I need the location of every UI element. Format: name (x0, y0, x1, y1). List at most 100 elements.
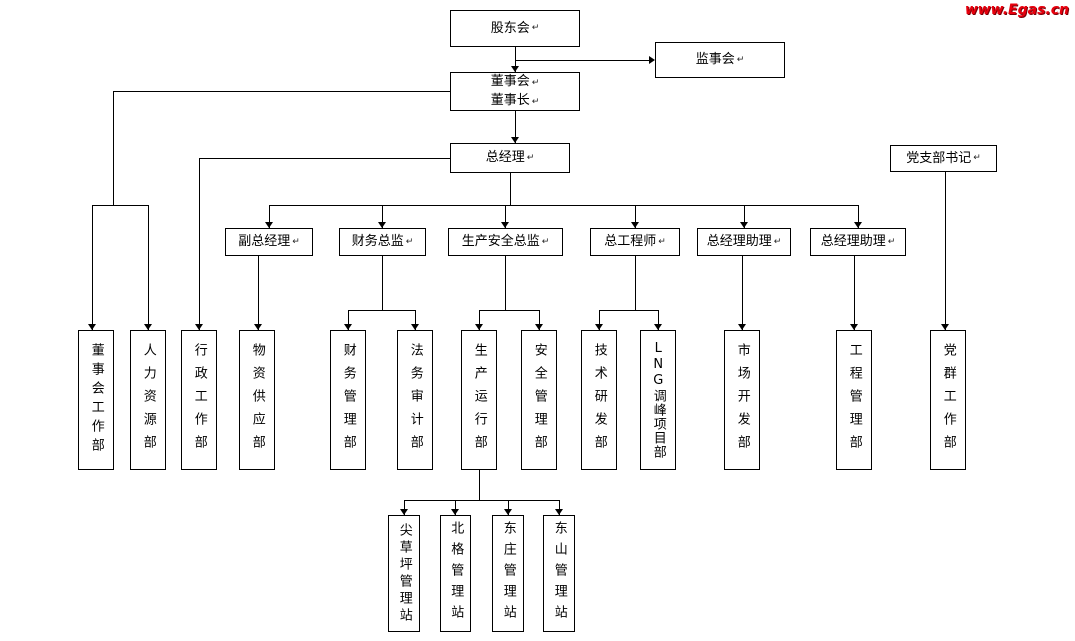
node-station-dongzhuang: 东庄管理站 (492, 515, 524, 632)
connector-line (858, 205, 859, 228)
connector-line (658, 310, 659, 330)
node-label: 人力资源部 (140, 342, 156, 458)
connector-line (508, 500, 509, 515)
paragraph-mark-icon: ↵ (973, 153, 981, 164)
node-station-dongshan: 东山管理站 (543, 515, 575, 632)
connector-line (599, 310, 659, 311)
node-label: 东庄管理站 (500, 521, 516, 626)
arrowhead-down-icon (941, 324, 949, 330)
connector-line (348, 310, 349, 330)
arrowhead-down-icon (501, 222, 509, 228)
arrowhead-down-icon (144, 324, 152, 330)
connector-line (505, 205, 506, 228)
node-label: 安全管理部 (531, 342, 547, 458)
arrowhead-down-icon (378, 222, 386, 228)
watermark: www.Egas.cn (964, 2, 1069, 18)
node-label: 尖草坪管理站 (396, 522, 412, 625)
arrowhead-down-icon (195, 324, 203, 330)
node-label: 董事会工作部 (88, 343, 104, 457)
arrowhead-down-icon (740, 222, 748, 228)
connector-line (505, 256, 506, 310)
arrowhead-down-icon (451, 509, 459, 515)
board-line-2: 董事长↵ (491, 92, 540, 111)
connector-line (382, 256, 383, 310)
node-dept-market-development: 市场开发部 (724, 330, 760, 470)
arrowhead-down-icon (631, 222, 639, 228)
arrowhead-down-icon (254, 324, 262, 330)
arrowhead-down-icon (654, 324, 662, 330)
arrowhead-down-icon (504, 509, 512, 515)
node-label: 技术研发部 (591, 342, 607, 458)
board-line-1: 董事会↵ (491, 73, 540, 92)
node-dept-engineering-management: 工程管理部 (836, 330, 872, 470)
paragraph-mark-icon: ↵ (658, 236, 666, 247)
connector-line (479, 310, 540, 311)
connector-line (515, 111, 516, 143)
connector-line (348, 310, 416, 311)
node-station-jiancaoping: 尖草坪管理站 (388, 515, 420, 632)
connector-line (415, 310, 416, 330)
node-supervisory-board: 监事会↵ (655, 42, 785, 78)
node-label: 党群工作部 (940, 342, 956, 458)
connector-line (258, 256, 259, 330)
connector-line (199, 158, 450, 159)
node-dept-human-resources: 人力资源部 (130, 330, 166, 470)
node-deputy-general-manager: 副总经理↵ (225, 228, 313, 256)
node-label: 财务管理部 (340, 342, 356, 458)
connector-line (515, 60, 649, 61)
connector-line (269, 205, 858, 206)
node-label: 股东会 (490, 20, 530, 36)
connector-line (635, 256, 636, 310)
node-label: 市场开发部 (734, 342, 750, 458)
connector-line (404, 500, 405, 515)
arrowhead-down-icon (738, 324, 746, 330)
arrowhead-down-icon (88, 324, 96, 330)
paragraph-mark-icon: ↵ (292, 236, 300, 247)
arrowhead-down-icon (344, 324, 352, 330)
arrowhead-down-icon (511, 66, 519, 72)
node-dept-lng-peak-project: LNG调峰项目部 (640, 330, 676, 470)
node-label: 行政工作部 (191, 342, 207, 458)
connector-line (742, 256, 743, 330)
arrowhead-down-icon (400, 509, 408, 515)
node-dept-technology-rnd: 技术研发部 (581, 330, 617, 470)
node-dept-safety-management: 安全管理部 (521, 330, 557, 470)
connector-line (113, 91, 114, 205)
connector-line (404, 500, 560, 501)
arrowhead-down-icon (850, 324, 858, 330)
arrowhead-down-icon (535, 324, 543, 330)
arrowhead-down-icon (411, 324, 419, 330)
arrowhead-down-icon (595, 324, 603, 330)
node-dept-finance-management: 财务管理部 (330, 330, 366, 470)
connector-line (199, 158, 200, 330)
node-label: 物资供应部 (249, 342, 265, 458)
connector-line (635, 205, 636, 228)
node-shareholders-meeting: 股东会↵ (450, 10, 580, 47)
paragraph-mark-icon: ↵ (773, 236, 782, 247)
node-label: 监事会 (695, 52, 735, 68)
node-dept-material-supply: 物资供应部 (239, 330, 275, 470)
paragraph-mark-icon: ↵ (531, 77, 540, 88)
node-label: 生产运行部 (471, 342, 487, 458)
paragraph-mark-icon: ↵ (736, 54, 745, 65)
connector-line (515, 47, 516, 72)
node-label: 董事会 (490, 73, 530, 89)
connector-line (510, 173, 511, 205)
connector-line (269, 205, 270, 228)
arrowhead-down-icon (854, 222, 862, 228)
connector-line (479, 310, 480, 330)
node-label: 法务审计部 (407, 342, 423, 458)
paragraph-mark-icon: ↵ (541, 236, 550, 247)
node-label: 总经理助理 (820, 234, 886, 250)
connector-line (539, 310, 540, 330)
arrowhead-down-icon (555, 509, 563, 515)
node-finance-director: 财务总监↵ (339, 228, 426, 256)
connector-line (455, 500, 456, 515)
node-dept-administration: 行政工作部 (181, 330, 217, 470)
node-label: LNG调峰项目部 (650, 341, 666, 459)
node-label: 董事长 (490, 92, 530, 108)
node-gm-assistant-1: 总经理助理↵ (697, 228, 791, 256)
connector-line (479, 470, 480, 501)
node-label: 党支部书记 (906, 150, 972, 166)
